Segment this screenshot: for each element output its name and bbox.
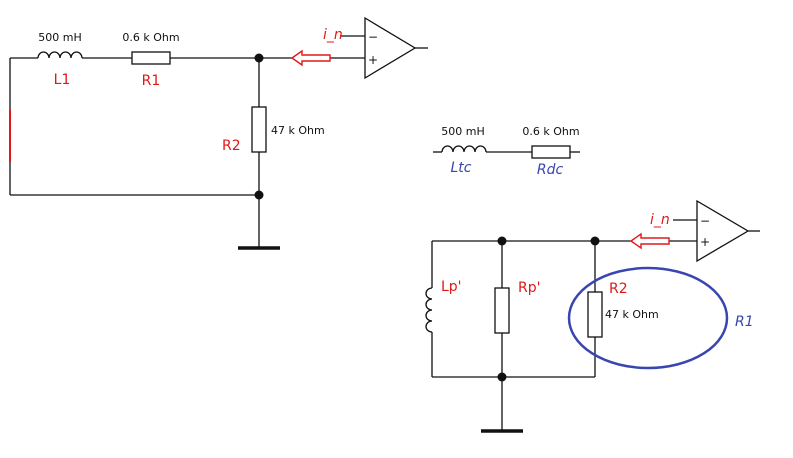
left-inductor-label: L1 [54,72,71,88]
middle-resistor-value: 0.6 k Ohm [522,125,579,138]
left-current-label: i_n [323,27,343,43]
right-lp-label: Lp' [441,279,462,295]
middle-circuit: 500 mH Ltc 0.6 k Ohm Rdc [433,125,580,178]
middle-inductor-value: 500 mH [441,125,484,138]
right-opamp-plus-sign: + [700,235,710,249]
right-inductor-lp [425,287,433,333]
middle-resistor-rdc [531,145,571,159]
right-r2-label: R2 [609,281,628,297]
middle-inductor-ltc [441,145,487,153]
left-inductor-value: 500 mH [38,31,81,44]
right-rp-label: Rp' [518,280,540,296]
right-junction-top-1 [497,236,507,246]
left-opamp-plus-sign: + [368,53,378,67]
right-junction-top-2 [590,236,600,246]
left-r1-label: R1 [142,73,161,89]
middle-inductor-label: Ltc [451,160,472,176]
left-r1-value: 0.6 k Ohm [122,31,179,44]
left-current-arrow [290,49,331,67]
right-opamp [696,199,750,263]
left-resistor-r2 [251,106,267,153]
left-junction-top [254,53,264,63]
left-r2-value: 47 k Ohm [271,124,325,137]
right-resistor-r2 [587,291,603,338]
right-circle-label: R1 [735,314,754,330]
left-circuit: 500 mH L1 0.6 k Ohm R1 47 k Ohm R2 i_n −… [9,16,428,250]
left-opamp-minus-sign: − [368,30,378,44]
right-current-arrow [629,232,670,250]
right-r2-value: 47 k Ohm [605,308,659,321]
right-resistor-rp [494,287,510,334]
left-opamp [364,16,417,80]
right-highlight-ellipse [567,266,729,370]
right-current-label: i_n [650,212,670,228]
right-junction-bottom [497,372,507,382]
left-junction-bottom [254,190,264,200]
right-opamp-minus-sign: − [700,214,710,228]
left-r2-label: R2 [222,138,241,154]
middle-resistor-label: Rdc [537,162,564,178]
right-circuit: Lp' Rp' R2 47 k Ohm i_n R1 − + [425,199,760,433]
left-resistor-r1 [131,51,171,65]
left-inductor-l1 [37,51,83,59]
